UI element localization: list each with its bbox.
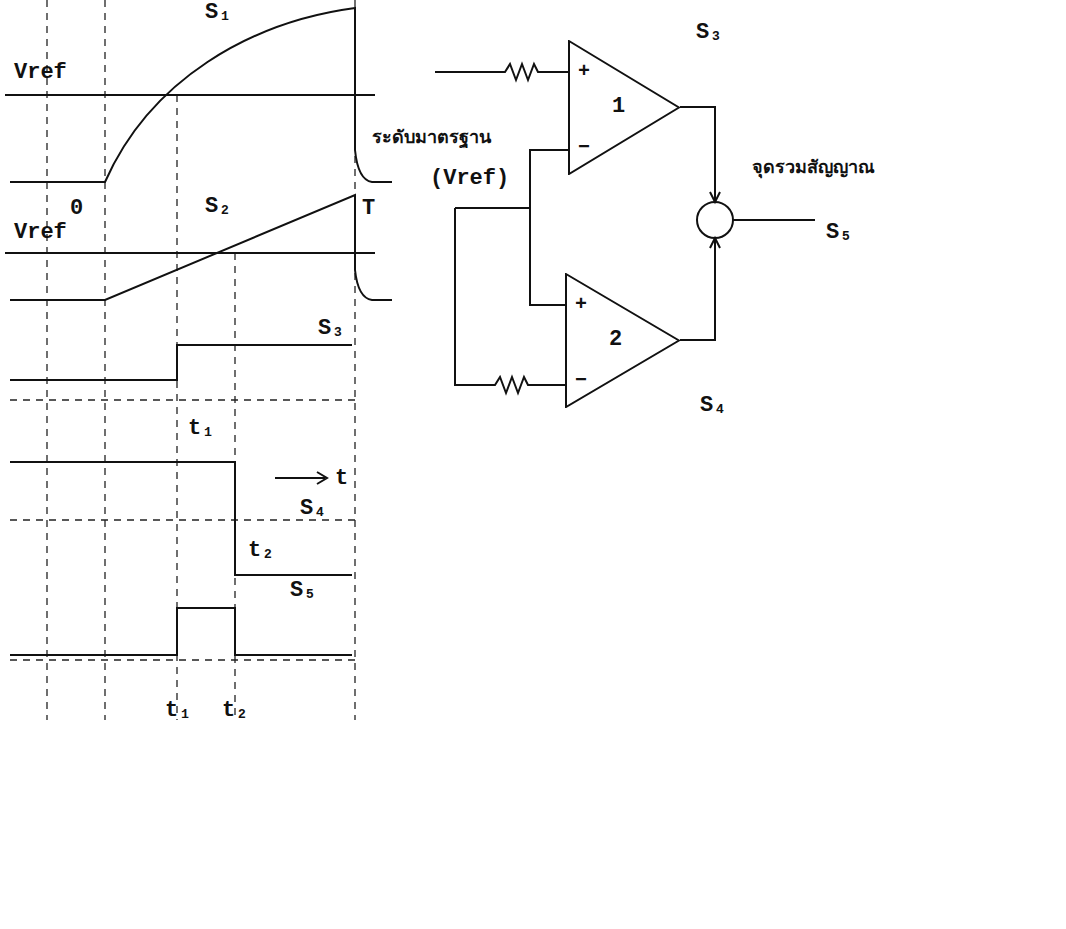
signal-label: S₄ (700, 395, 726, 417)
input-sign: − (575, 371, 587, 391)
signal-label: S₂ (205, 196, 231, 218)
comparator-wiring (435, 64, 815, 393)
thai-caption: ระดับมาตรฐาน (372, 128, 491, 146)
comparator-number: 1 (612, 96, 625, 118)
comparator-number: 2 (609, 329, 622, 351)
signal-label: t (335, 468, 348, 490)
comparator-triangle: +2 − (565, 273, 680, 408)
input-sign: − (578, 138, 590, 158)
triangle-path (566, 274, 679, 407)
signal-label: t₂ (248, 540, 274, 562)
signal-label: Vref (14, 62, 67, 84)
signal-label: T (362, 198, 375, 220)
comparator-triangle: +1 − (568, 40, 680, 175)
signal-label: S₃ (318, 318, 344, 340)
signal-label: S₄ (300, 498, 326, 520)
signal-label: S₃ (696, 22, 722, 44)
thai-caption: จุดรวมสัญญาณ (752, 158, 875, 176)
signal-label: (Vref) (430, 168, 509, 190)
signal-label: Vref (14, 222, 67, 244)
signal-label: t₁ (165, 700, 191, 722)
signal-label: S₅ (826, 222, 852, 244)
signal-label: S₁ (205, 2, 231, 24)
signal-label: t₁ (188, 418, 214, 440)
signal-label: S₅ (290, 580, 316, 602)
guide-lines (10, 0, 355, 720)
triangle-path (569, 41, 679, 174)
input-sign: + (575, 295, 587, 315)
signal-label: t₂ (222, 700, 248, 722)
signal-label: 0 (70, 198, 83, 220)
input-sign: + (578, 62, 590, 82)
signal-traces (5, 8, 392, 655)
